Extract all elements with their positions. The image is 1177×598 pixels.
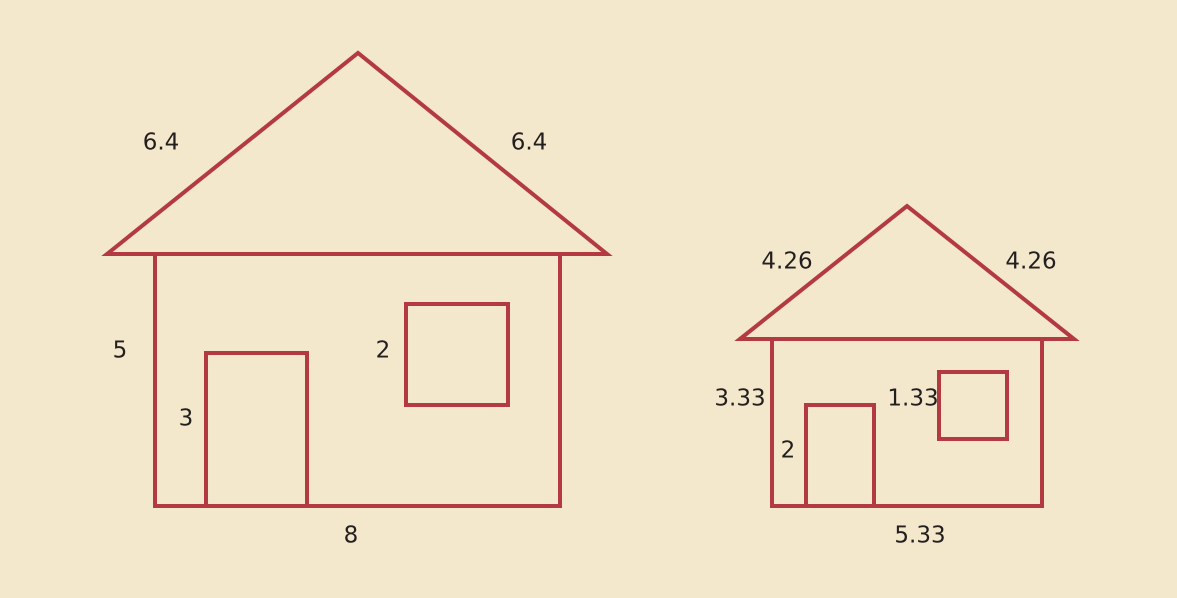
small-house-window [937,370,1009,441]
large-house-window [404,302,510,407]
small-door-height-label: 2 [781,438,796,464]
small-window-side-label: 1.33 [887,386,938,412]
small-roof-right-label: 4.26 [1005,249,1056,275]
small-house: 4.26 4.26 3.33 2 1.33 5.33 [714,203,1080,549]
large-house-body [153,252,562,508]
large-door-height-label: 3 [179,406,194,432]
large-house-door [204,351,309,508]
small-base-width-label: 5.33 [894,523,945,549]
small-house-body [770,337,1044,508]
small-wall-height-label: 3.33 [714,386,765,412]
large-window-side-label: 2 [376,338,391,364]
large-roof-left-label: 6.4 [143,130,180,156]
large-base-width-label: 8 [344,523,359,549]
large-roof-right-label: 6.4 [511,130,548,156]
large-house: 6.4 6.4 5 3 2 8 [101,50,613,549]
small-roof-left-label: 4.26 [761,249,812,275]
small-house-door [804,403,876,508]
large-wall-height-label: 5 [113,338,128,364]
